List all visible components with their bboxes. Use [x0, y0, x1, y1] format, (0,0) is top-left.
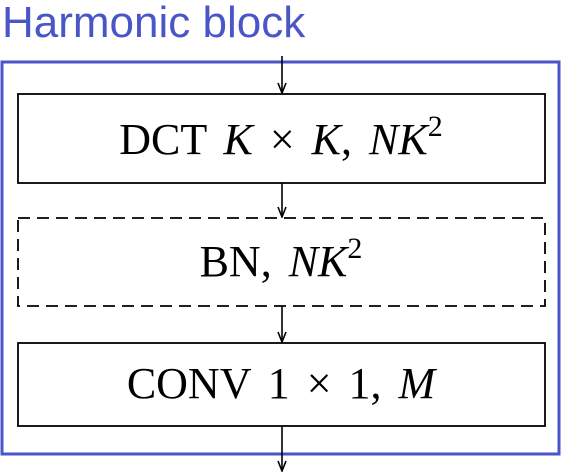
bn-layer-box [17, 217, 546, 307]
block-title: Harmonic block [2, 0, 306, 47]
conv-layer-label: CONV 1 × 1, M [127, 359, 438, 408]
conv-layer: CONV 1 × 1, M [17, 342, 546, 427]
conv-prefix: CONV [127, 359, 252, 408]
conv-layer-box [17, 342, 546, 427]
block-outline [0, 60, 561, 456]
bn-layer-label: BN, NK2 [200, 232, 363, 286]
dct-layer: DCT K × K, NK2 [17, 93, 546, 184]
bn-layer: BN, NK2 [17, 217, 546, 307]
dct-prefix: DCT [119, 115, 207, 164]
dct-layer-label: DCT K × K, NK2 [119, 110, 442, 164]
dct-layer-box [17, 93, 546, 184]
bn-prefix: BN [200, 237, 261, 286]
